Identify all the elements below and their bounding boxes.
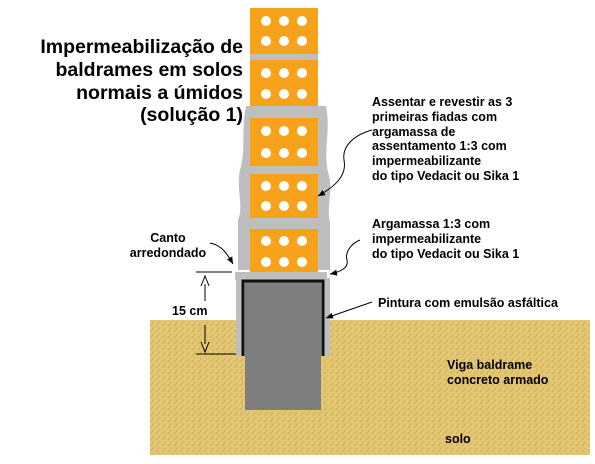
brick: [250, 8, 318, 54]
asphalt-coating: [241, 279, 325, 356]
leader-assentar: [317, 129, 373, 197]
brick: [250, 118, 318, 166]
mortar-bed: [235, 272, 327, 280]
beam-mortar-right: [321, 278, 330, 356]
label-argamassa: Argamassa 1:3 com impermeabilizante do t…: [372, 217, 520, 261]
beam-mortar-left: [236, 278, 245, 356]
mortar-joint: [250, 54, 318, 60]
label-viga: Viga baldrame concreto armado: [447, 358, 549, 387]
diagram-title: Impermeabilização de baldrames em solos …: [40, 36, 243, 127]
brick-holes: [261, 16, 307, 267]
brick: [250, 174, 318, 218]
label-assentar: Assentar e revestir as 3 primeiras fiada…: [372, 95, 520, 183]
brick: [250, 60, 318, 107]
soil-area: [150, 320, 590, 455]
brick-column: [250, 8, 318, 107]
label-solo: solo: [445, 432, 471, 446]
leader-pintura: [325, 301, 373, 319]
label-dimension: 15 cm: [172, 304, 208, 318]
leader-argamassa: [329, 239, 361, 276]
leader-canto: [209, 242, 234, 265]
label-canto: Canto arredondado: [129, 231, 207, 260]
label-pintura: Pintura com emulsão asfáltica: [378, 296, 558, 310]
coated-bricks: [250, 118, 318, 272]
grade-beam: [245, 282, 321, 410]
dimension-15cm: [196, 271, 236, 355]
